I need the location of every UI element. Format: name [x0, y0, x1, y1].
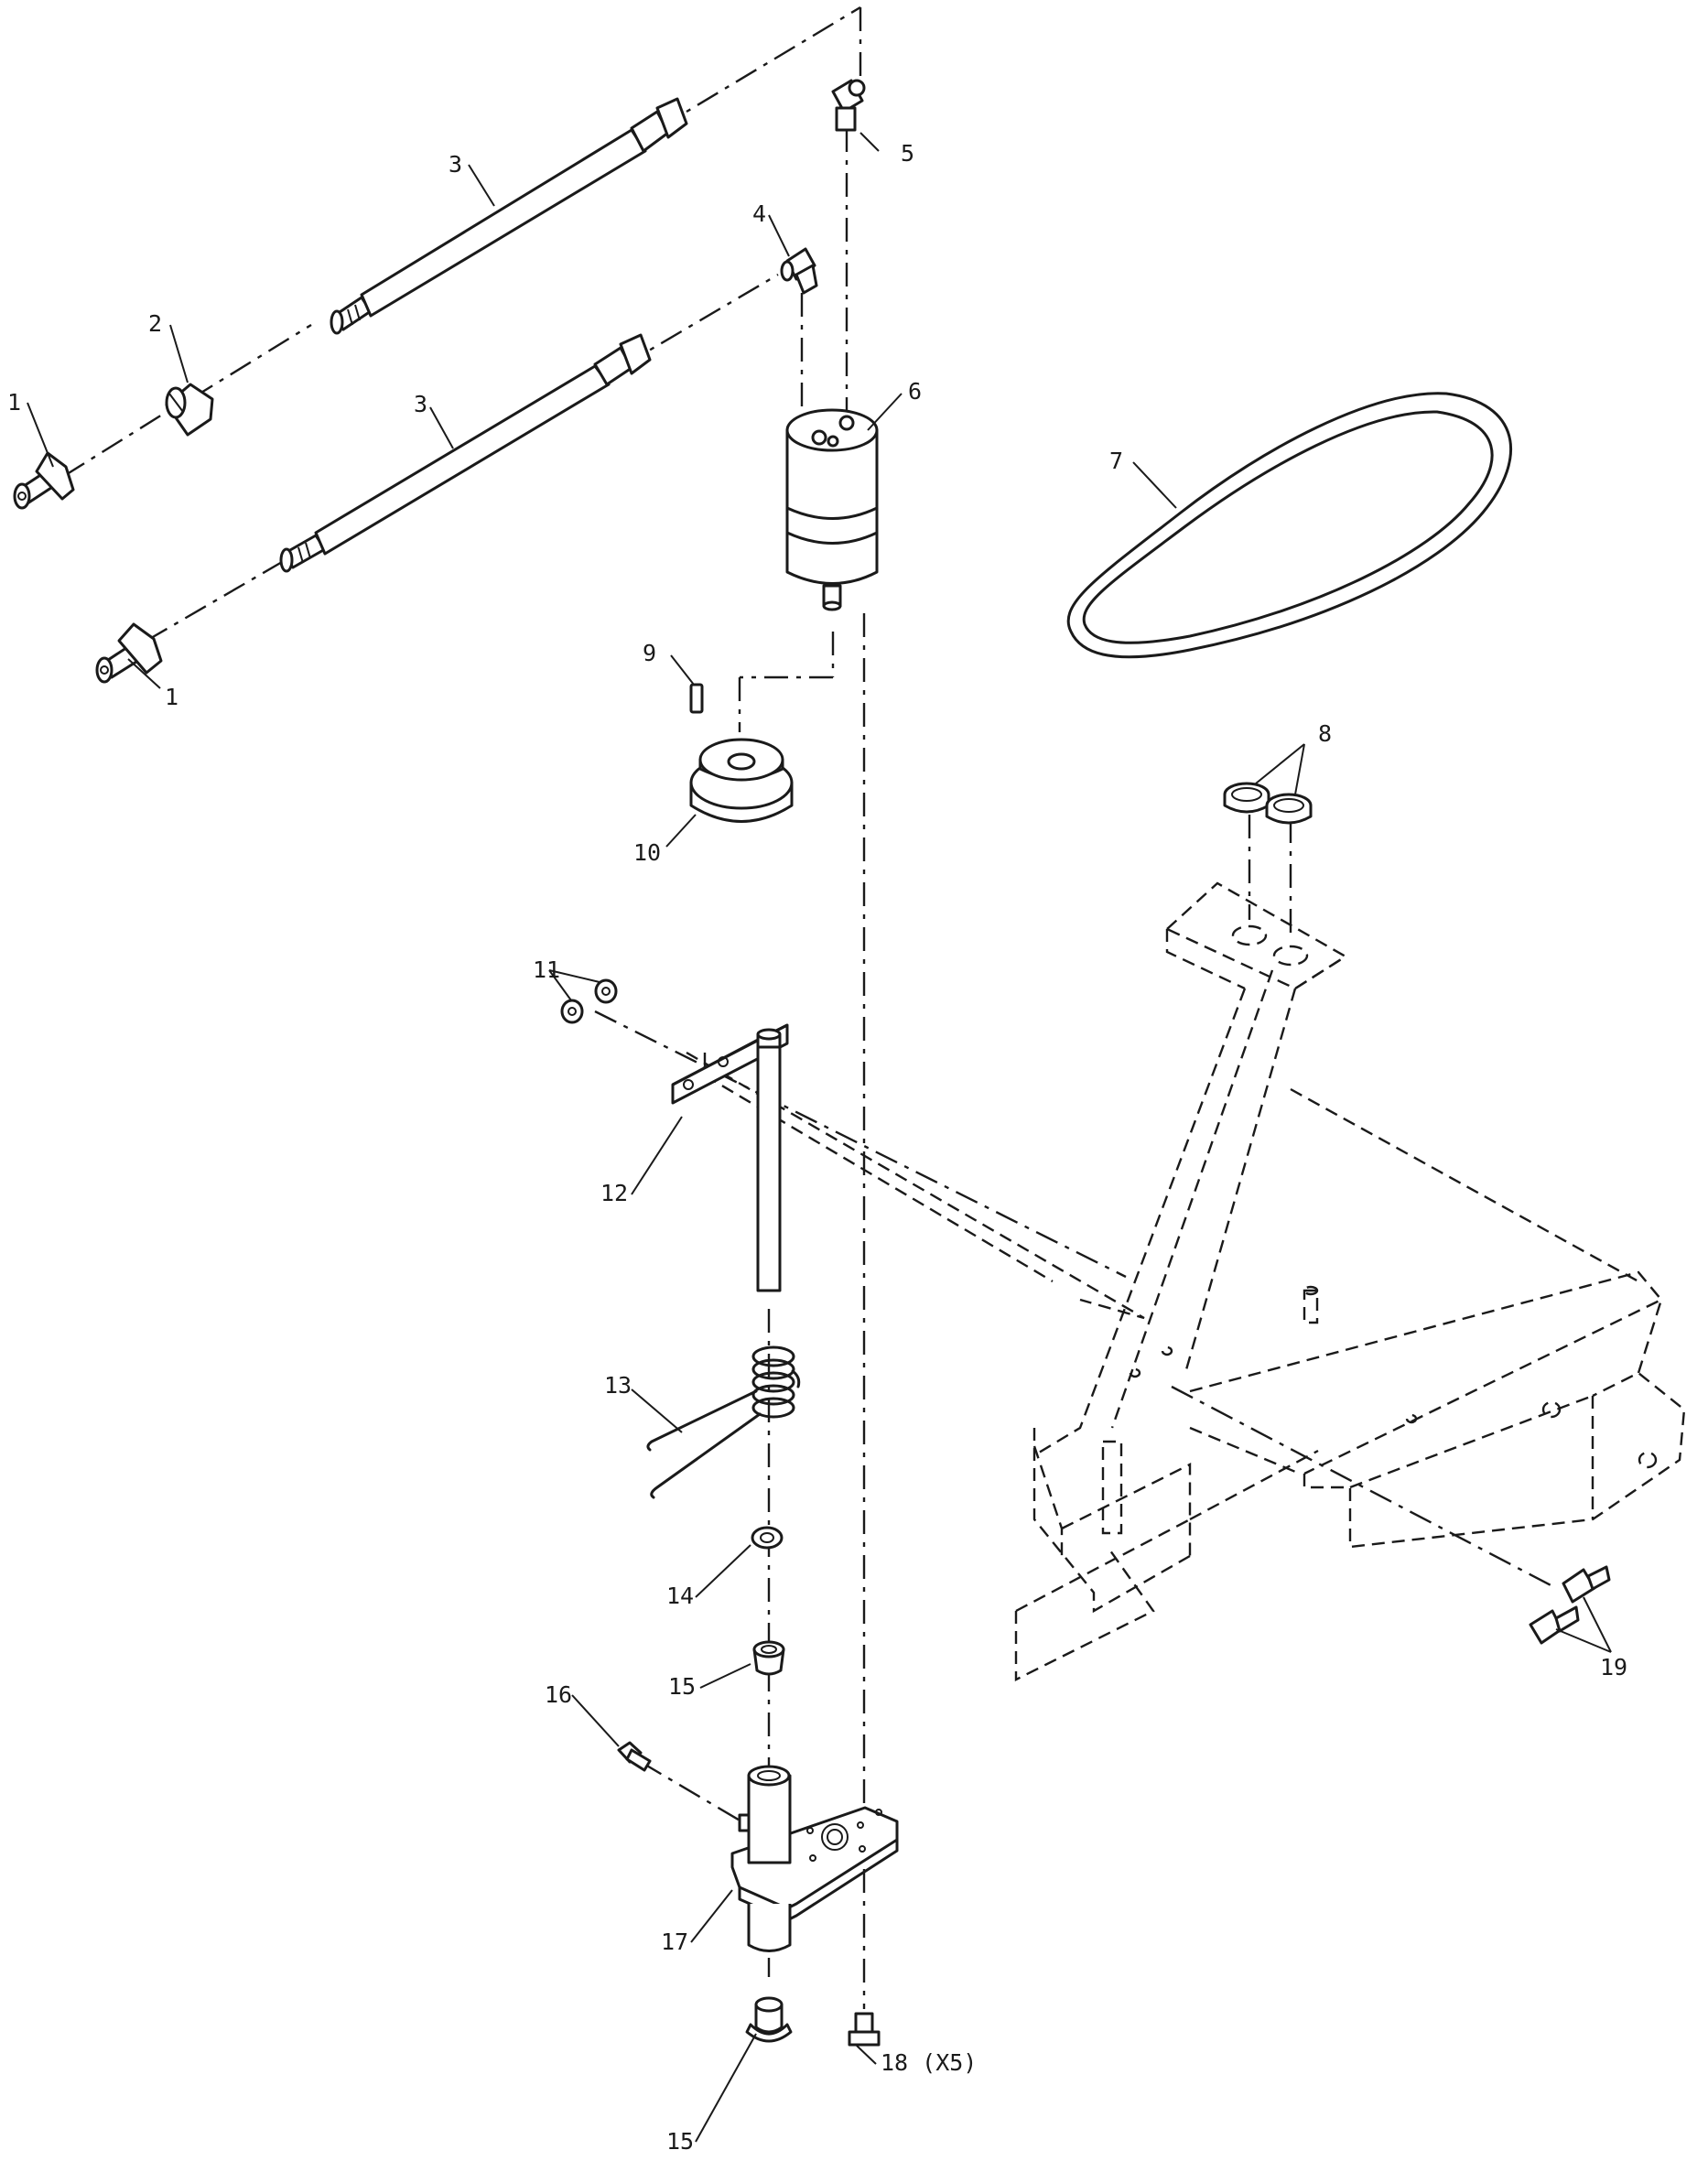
part-19-bolts: [1529, 1565, 1611, 1645]
callout-13: 13: [604, 1372, 632, 1399]
part-4-elbow-fitting: [780, 247, 818, 295]
callout-3-lower: 3: [414, 391, 427, 417]
part-1-upper-fitting: [13, 451, 75, 510]
part-8-bushings: [1223, 782, 1313, 825]
callout-leaders: [27, 132, 1612, 2143]
callout-4: 4: [752, 200, 766, 227]
part-15-upper-bushing: [752, 1640, 785, 1676]
part-6-hydraulic-motor: [785, 408, 879, 611]
part-14-washer: [751, 1526, 784, 1550]
part-11-nuts: [560, 978, 618, 1024]
part-3-upper-hose: [330, 97, 688, 335]
callout-17: 17: [661, 1929, 688, 1955]
callout-2: 2: [148, 310, 162, 337]
callout-9: 9: [643, 640, 656, 666]
callout-1-lower: 1: [165, 684, 178, 710]
part-12-pivot-bracket: [671, 1023, 789, 1292]
callout-19: 19: [1600, 1654, 1627, 1680]
part-2-fitting: [165, 383, 214, 437]
callout-3-upper: 3: [449, 151, 462, 178]
callout-16: 16: [545, 1681, 572, 1708]
callout-15-upper: 15: [668, 1673, 696, 1700]
callout-12: 12: [600, 1180, 628, 1206]
part-9-key: [689, 683, 704, 714]
callout-1-upper: 1: [7, 389, 21, 416]
callout-5: 5: [901, 140, 914, 167]
callout-11: 11: [533, 956, 560, 983]
assembly-centerlines: [63, 5, 1557, 2009]
part-10-pulley: [689, 738, 794, 823]
callout-6: 6: [908, 378, 922, 405]
part-3-lower-hose: [279, 333, 652, 573]
part-15-lower-bushing: [745, 1996, 793, 2043]
part-13-torsion-spring: [646, 1345, 801, 1499]
callout-14: 14: [666, 1583, 694, 1609]
part-5-elbow-fitting: [831, 79, 866, 132]
callout-10: 10: [633, 839, 661, 866]
callout-18: 18 (X5): [881, 2049, 977, 2076]
part-1-lower-fitting: [95, 622, 163, 684]
callout-labels: 1 1 2 3 3 4 5 6 7 8 9 10 11 12 13 14 15 …: [7, 140, 1627, 2155]
callout-8: 8: [1318, 720, 1332, 747]
callout-15-lower: 15: [666, 2128, 694, 2155]
part-17-pivot-arm-plate: [730, 1765, 899, 1952]
mower-frame: [686, 881, 1686, 1681]
part-16-bolt: [617, 1741, 652, 1772]
part-18-screw: [848, 2012, 881, 2047]
callout-7: 7: [1109, 448, 1123, 474]
part-7-belt: [1066, 392, 1513, 659]
